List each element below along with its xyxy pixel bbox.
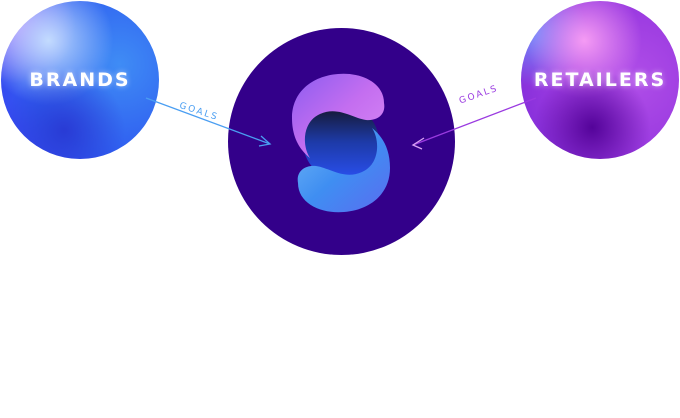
- arrowhead-icon: [411, 137, 425, 150]
- goals-arrow-right: [411, 97, 537, 150]
- brands-node: BRANDS: [1, 1, 159, 159]
- retailers-node: RETAILERS: [521, 1, 679, 159]
- logo-top-lobe: [292, 73, 385, 158]
- logo-bottom-lobe: [297, 128, 390, 213]
- arrowhead-icon: [258, 135, 272, 147]
- brands-label: BRANDS: [29, 69, 131, 91]
- goals-arrow-left: [145, 97, 272, 147]
- retailers-label: RETAILERS: [533, 69, 667, 91]
- s-logo-icon: [292, 73, 390, 213]
- logo-core: [303, 104, 379, 180]
